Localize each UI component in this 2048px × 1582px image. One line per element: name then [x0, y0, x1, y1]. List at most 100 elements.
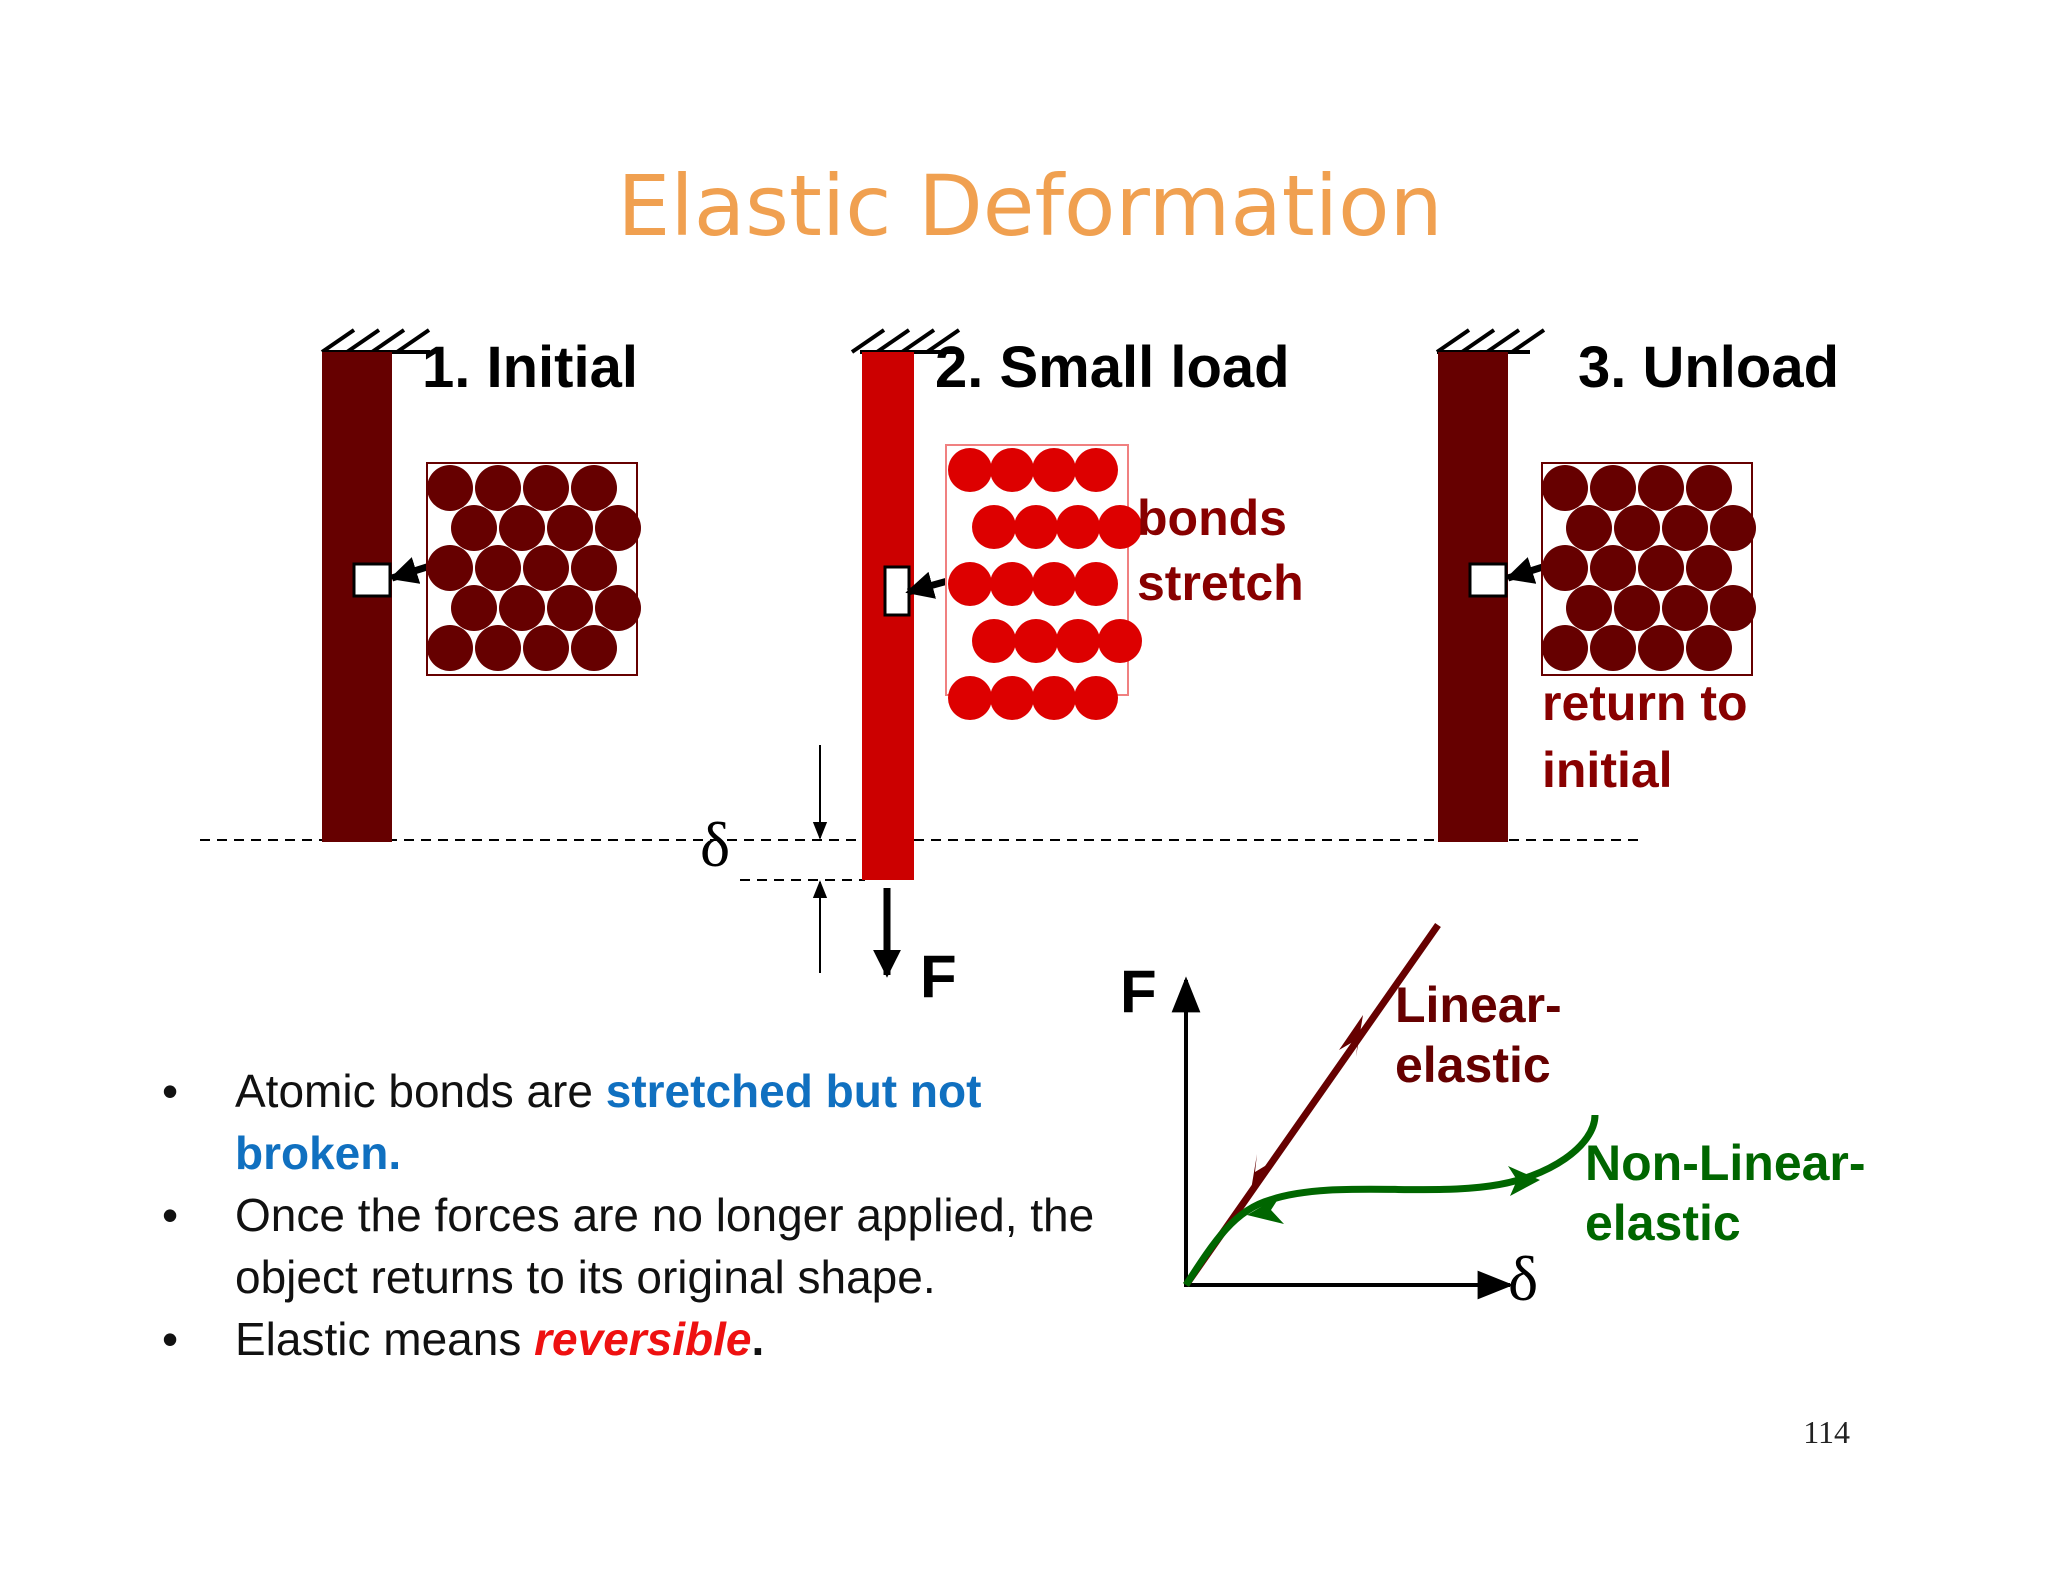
panel-initial: 1. Initial: [320, 328, 641, 842]
wall-hatch-icon: [1435, 328, 1546, 354]
panel-label-unload: 3. Unload: [1578, 335, 1839, 400]
atom: [1056, 505, 1100, 549]
atom: [1590, 625, 1636, 671]
atom: [1590, 545, 1636, 591]
atom: [499, 585, 545, 631]
atom: [1014, 505, 1058, 549]
atom: [1098, 505, 1142, 549]
atom: [547, 585, 593, 631]
atom: [1686, 545, 1732, 591]
atom: [1032, 448, 1076, 492]
atom: [1032, 562, 1076, 606]
atom: [948, 562, 992, 606]
atom: [1662, 585, 1708, 631]
atom: [523, 465, 569, 511]
bullet-highlight: reversible: [534, 1313, 752, 1365]
bullet-dot: •: [162, 1189, 179, 1241]
page-number: 114: [1803, 1414, 1850, 1450]
bullet-dot: •: [162, 1313, 179, 1365]
delta-symbol: δ: [700, 809, 730, 880]
bullet-list: • Atomic bonds are stretched but not bro…: [150, 1060, 1100, 1370]
atom: [427, 545, 473, 591]
atom-lattice-unload: [1542, 465, 1756, 671]
atom: [1032, 676, 1076, 720]
atom: [1662, 505, 1708, 551]
atom: [547, 505, 593, 551]
atom: [948, 676, 992, 720]
atom: [1056, 619, 1100, 663]
atom: [1638, 465, 1684, 511]
bullet-text: Atomic bonds are: [235, 1065, 606, 1117]
bullet-item: • Elastic means reversible.: [150, 1308, 1100, 1370]
atom: [1614, 585, 1660, 631]
atom: [1710, 505, 1756, 551]
atom: [1098, 619, 1142, 663]
atom: [451, 585, 497, 631]
atom: [1638, 545, 1684, 591]
atom: [571, 625, 617, 671]
atom: [427, 625, 473, 671]
atom: [475, 545, 521, 591]
sample-square: [1468, 562, 1508, 598]
atom: [990, 562, 1034, 606]
note-stretch: stretch: [1137, 555, 1304, 611]
atom: [1542, 625, 1588, 671]
atom: [1710, 585, 1756, 631]
atom: [990, 448, 1034, 492]
atom: [1638, 625, 1684, 671]
nonlinear-return-arrow-icon: [1247, 1196, 1284, 1224]
bullet-text-end: .: [751, 1313, 765, 1365]
atom: [1590, 465, 1636, 511]
nonlinear-elastic-curve: [1183, 1114, 1599, 1287]
sample-square: [352, 562, 392, 598]
atom: [1074, 562, 1118, 606]
bullet-item: • Atomic bonds are stretched but not bro…: [150, 1060, 1100, 1184]
atom: [523, 625, 569, 671]
linear-down-arrow-icon: [1250, 1154, 1275, 1196]
atom: [595, 505, 641, 551]
atom: [1074, 676, 1118, 720]
atom: [1566, 505, 1612, 551]
linear-label-line2: elastic: [1395, 1037, 1551, 1093]
bullet-dot: •: [162, 1065, 179, 1117]
atom-lattice-stretched: [948, 448, 1142, 720]
atom: [990, 676, 1034, 720]
bullet-text: Once the forces are no longer applied, t…: [235, 1189, 1095, 1303]
force-displacement-graph: F δ Linear- elastic Non-Linear- elastic: [1120, 922, 1866, 1314]
note-initial: initial: [1542, 742, 1673, 798]
nonlinear-label-line1: Non-Linear-: [1585, 1135, 1866, 1191]
slide-title: Elastic Deformation: [617, 157, 1442, 255]
wall-hatch-icon: [320, 328, 431, 354]
atom: [499, 505, 545, 551]
atom: [1074, 448, 1118, 492]
note-bonds: bonds: [1137, 490, 1287, 546]
note-return-to: return to: [1542, 675, 1748, 731]
atom: [1014, 619, 1058, 663]
atom: [475, 465, 521, 511]
atom: [1686, 625, 1732, 671]
graph-x-label: δ: [1508, 1243, 1538, 1314]
atom: [1542, 465, 1588, 511]
atom: [427, 465, 473, 511]
atom: [1686, 465, 1732, 511]
atom: [475, 625, 521, 671]
nonlinear-label-line2: elastic: [1585, 1195, 1741, 1251]
graph-y-label: F: [1120, 958, 1157, 1025]
nonlinear-forward-arrow-icon: [1508, 1166, 1540, 1196]
bullet-highlight: stretched but not broken.: [235, 1065, 982, 1179]
atom: [451, 505, 497, 551]
panel-unload: 3. Unload return to initial: [1435, 328, 1839, 842]
atom: [972, 619, 1016, 663]
atom: [523, 545, 569, 591]
atom: [972, 505, 1016, 549]
atom: [571, 545, 617, 591]
panel-small-load: 2. Small load bonds stretch δ F: [700, 328, 1304, 1010]
panel-label-small-load: 2. Small load: [935, 335, 1290, 400]
bullet-item: • Once the forces are no longer applied,…: [150, 1184, 1100, 1308]
atom: [948, 448, 992, 492]
atom-lattice-initial: [427, 465, 641, 671]
sample-rectangle: [883, 565, 911, 617]
linear-label-line1: Linear-: [1395, 977, 1562, 1033]
